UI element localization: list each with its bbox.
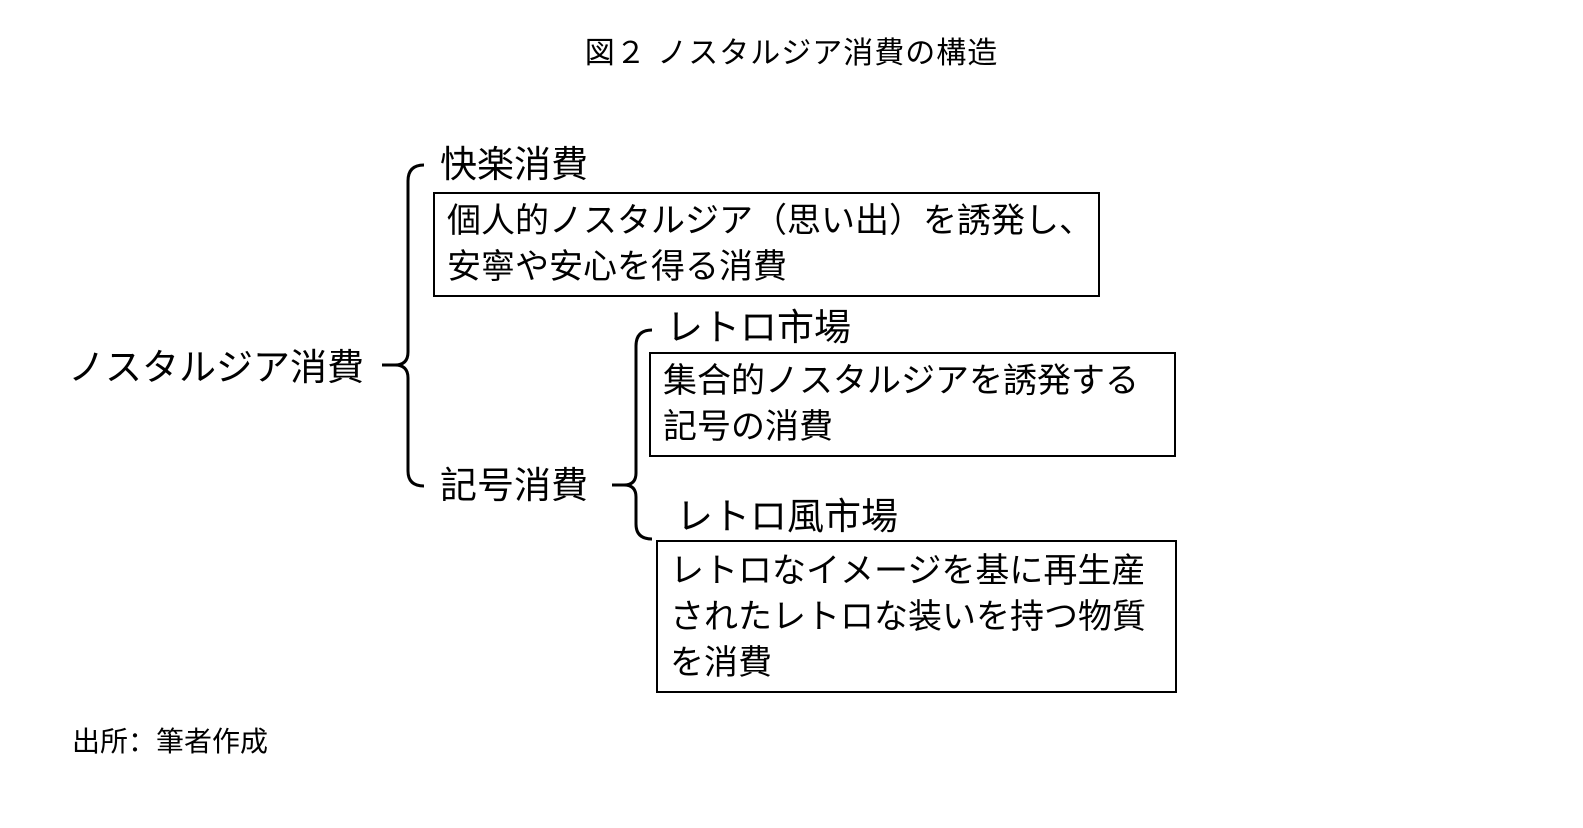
hedonic-consumption-label: 快楽消費 bbox=[440, 143, 588, 186]
hedonic-description-box: 個人的ノスタルジア（思い出）を誘発し、 安寧や安心を得る消費 bbox=[433, 192, 1100, 297]
hedonic-description-line-1: 個人的ノスタルジア（思い出）を誘発し、 bbox=[447, 201, 1093, 241]
retro-style-market-description-line-3: を消費 bbox=[670, 643, 772, 683]
sign-consumption-label: 記号消費 bbox=[440, 464, 588, 507]
root-node-label: ノスタルジア消費 bbox=[68, 346, 364, 389]
hedonic-description-line-2: 安寧や安心を得る消費 bbox=[447, 247, 787, 287]
sign-brace bbox=[623, 328, 653, 541]
root-brace bbox=[394, 163, 425, 488]
retro-market-label: レトロ市場 bbox=[666, 306, 851, 349]
retro-style-market-description-line-1: レトロなイメージを基に再生産 bbox=[670, 551, 1146, 591]
figure-title: 図２ ノスタルジア消費の構造 bbox=[584, 36, 999, 71]
retro-style-market-description-line-2: されたレトロな装いを持つ物質 bbox=[670, 597, 1146, 637]
retro-market-description-line-2: 記号の消費 bbox=[663, 407, 833, 447]
retro-style-market-description-box: レトロなイメージを基に再生産 されたレトロな装いを持つ物質 を消費 bbox=[656, 540, 1177, 693]
retro-market-description-line-1: 集合的ノスタルジアを誘発する bbox=[663, 361, 1139, 401]
retro-market-description-box: 集合的ノスタルジアを誘発する 記号の消費 bbox=[649, 352, 1176, 457]
retro-style-market-label: レトロ風市場 bbox=[676, 495, 898, 538]
source-note: 出所：筆者作成 bbox=[72, 725, 269, 758]
